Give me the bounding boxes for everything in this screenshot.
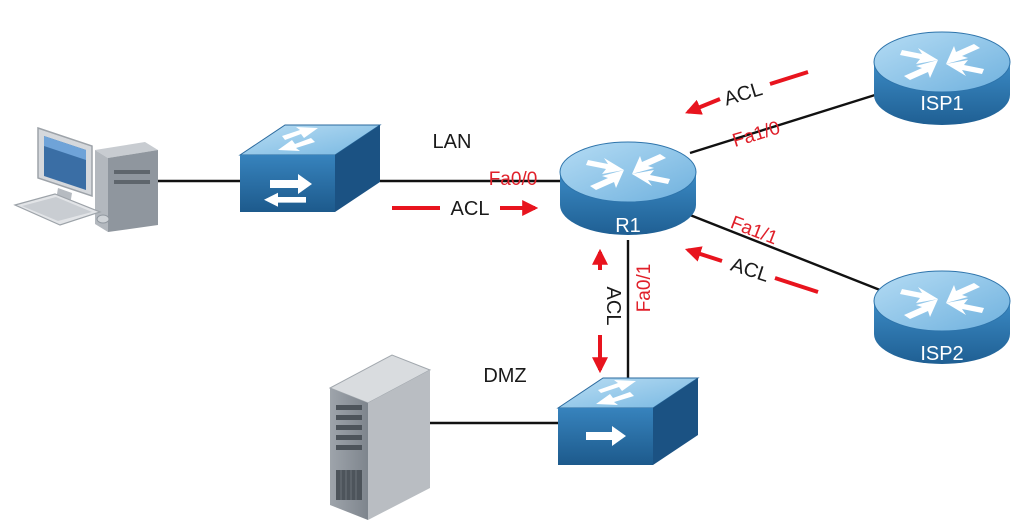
link-r1-isp2 bbox=[689, 213, 881, 292]
acl-dmz-label: ACL bbox=[602, 287, 624, 326]
dmz-switch-icon bbox=[556, 377, 700, 465]
dmz-label: DMZ bbox=[483, 365, 526, 387]
router-r1-label: R1 bbox=[615, 215, 641, 237]
acl-arrow-isp1: ACL bbox=[685, 70, 809, 115]
router-isp1-icon: ISP1 bbox=[873, 31, 1011, 125]
interface-fa0-1-label: Fa0/1 bbox=[634, 264, 655, 313]
server-icon bbox=[328, 354, 432, 520]
acl-isp1-label: ACL bbox=[721, 78, 765, 110]
acl-lan-label: ACL bbox=[451, 198, 490, 220]
interface-fa0-0-label: Fa0/0 bbox=[489, 169, 538, 190]
lan-switch-icon bbox=[238, 124, 382, 212]
router-isp2-label: ISP2 bbox=[920, 343, 963, 365]
router-isp2-icon: ISP2 bbox=[873, 270, 1011, 365]
router-isp1-label: ISP1 bbox=[920, 93, 963, 115]
router-r1-icon: R1 bbox=[559, 141, 697, 237]
acl-arrow-dmz: ACL bbox=[592, 248, 624, 374]
acl-isp2-label: ACL bbox=[728, 254, 772, 287]
interface-fa1-1-label: Fa1/1 bbox=[728, 212, 781, 249]
link-r1-isp1 bbox=[689, 93, 876, 155]
acl-arrow-isp2: ACL bbox=[684, 246, 819, 294]
lan-label: LAN bbox=[433, 131, 472, 153]
links bbox=[150, 93, 881, 425]
pc-icon bbox=[13, 126, 158, 232]
interface-fa1-0-label: Fa1/0 bbox=[730, 118, 783, 152]
acl-arrow-lan: ACL bbox=[392, 198, 539, 220]
